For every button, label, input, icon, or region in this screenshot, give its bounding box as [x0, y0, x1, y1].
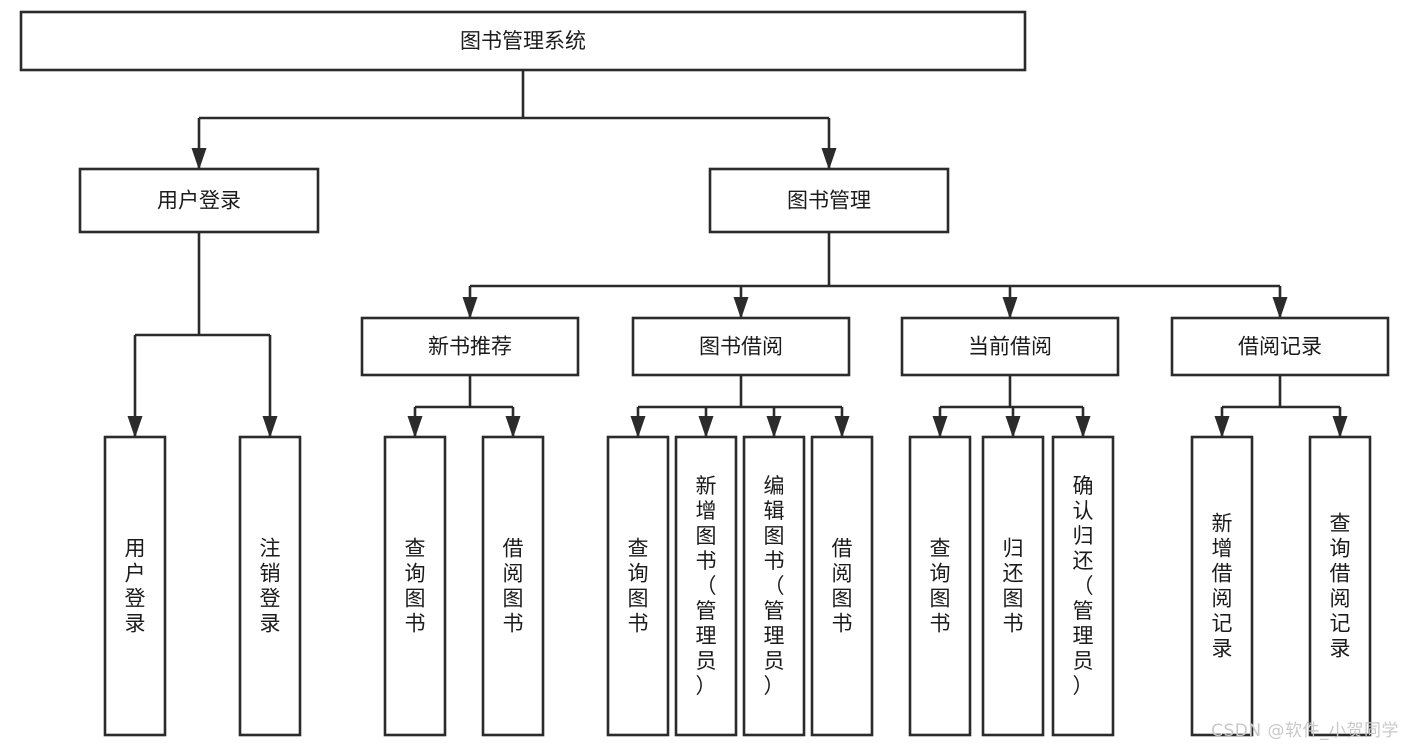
node-box: [78, 167, 320, 234]
node-label: 借阅记录: [1238, 335, 1322, 359]
node-box: [19, 10, 1027, 72]
node-label: 查询图书: [405, 537, 426, 636]
node-l1_a[interactable]: 用户登录: [78, 167, 320, 234]
arrow-head-icon: [733, 297, 749, 319]
arrow-head-icon: [698, 416, 714, 438]
node-box: [606, 435, 670, 737]
node-leaf_12[interactable]: 新增借阅记录: [1190, 435, 1254, 737]
node-leaf_5[interactable]: 查询图书: [606, 435, 670, 737]
node-label: 注销登录: [260, 537, 281, 636]
node-label: 借阅图书: [832, 537, 853, 636]
node-box: [674, 435, 738, 737]
node-box: [1190, 435, 1254, 737]
node-box: [900, 316, 1120, 377]
node-label: 查询图书: [930, 537, 951, 636]
arrow-head-icon: [1332, 416, 1348, 438]
node-leaf_13[interactable]: 查询借阅记录: [1308, 435, 1372, 737]
arrow-head-icon: [766, 416, 782, 438]
node-box: [481, 435, 545, 737]
arrow-head-icon: [505, 416, 521, 438]
arrow-head-icon: [191, 148, 207, 170]
node-leaf_9[interactable]: 查询图书: [908, 435, 972, 737]
node-label: 图书借阅: [699, 335, 783, 359]
node-label: 图书管理系统: [460, 29, 586, 53]
node-label: 用户登录: [125, 537, 146, 636]
node-label: 编辑图书（管理员）: [764, 474, 785, 698]
node-label: 查询图书: [628, 537, 649, 636]
node-box: [383, 435, 447, 737]
node-label: 用户登录: [157, 189, 241, 213]
node-l2_b[interactable]: 图书借阅: [631, 316, 851, 377]
node-box: [810, 435, 874, 737]
node-box: [631, 316, 851, 377]
node-l1_b[interactable]: 图书管理: [708, 167, 950, 234]
node-root[interactable]: 图书管理系统: [19, 10, 1027, 72]
node-leaf_1[interactable]: 用户登录: [103, 435, 167, 737]
arrow-head-icon: [462, 297, 478, 319]
arrow-head-icon: [262, 416, 278, 438]
arrow-head-icon: [1005, 416, 1021, 438]
arrow-head-icon: [1272, 297, 1288, 319]
node-label: 当前借阅: [968, 335, 1052, 359]
node-label: 归还图书: [1003, 537, 1024, 636]
node-l2_c[interactable]: 当前借阅: [900, 316, 1120, 377]
node-leaf_11[interactable]: 确认归还（管理员）: [1051, 435, 1115, 737]
node-box: [103, 435, 167, 737]
arrow-head-icon: [1002, 297, 1018, 319]
arrow-head-icon: [127, 416, 143, 438]
node-label: 图书管理: [787, 189, 871, 213]
node-leaf_8[interactable]: 借阅图书: [810, 435, 874, 737]
arrow-head-icon: [407, 416, 423, 438]
node-label: 确认归还（管理员）: [1073, 474, 1094, 698]
node-box: [708, 167, 950, 234]
node-label: 查询借阅记录: [1330, 512, 1351, 661]
arrow-head-icon: [821, 148, 837, 170]
connector-edges-layer: [127, 70, 1348, 438]
node-leaf_6[interactable]: 新增图书（管理员）: [674, 435, 738, 737]
node-leaf_2[interactable]: 注销登录: [238, 435, 302, 737]
node-box: [908, 435, 972, 737]
node-label: 借阅图书: [503, 537, 524, 636]
node-l2_a[interactable]: 新书推荐: [360, 316, 580, 377]
node-box: [981, 435, 1045, 737]
arrow-head-icon: [932, 416, 948, 438]
arrow-head-icon: [630, 416, 646, 438]
node-label: 新增借阅记录: [1212, 512, 1233, 661]
node-box: [1308, 435, 1372, 737]
node-l2_d[interactable]: 借阅记录: [1170, 316, 1390, 377]
arrow-head-icon: [1075, 416, 1091, 438]
diagram-nodes-layer: 图书管理系统用户登录图书管理新书推荐图书借阅当前借阅借阅记录用户登录注销登录查询…: [19, 10, 1390, 737]
arrow-head-icon: [1214, 416, 1230, 438]
node-box: [1051, 435, 1115, 737]
node-label: 新增图书（管理员）: [696, 474, 717, 698]
node-leaf_7[interactable]: 编辑图书（管理员）: [742, 435, 806, 737]
node-leaf_3[interactable]: 查询图书: [383, 435, 447, 737]
node-box: [238, 435, 302, 737]
node-box: [360, 316, 580, 377]
arrow-head-icon: [834, 416, 850, 438]
node-box: [1170, 316, 1390, 377]
node-label: 新书推荐: [428, 335, 512, 359]
node-leaf_10[interactable]: 归还图书: [981, 435, 1045, 737]
node-box: [742, 435, 806, 737]
node-leaf_4[interactable]: 借阅图书: [481, 435, 545, 737]
